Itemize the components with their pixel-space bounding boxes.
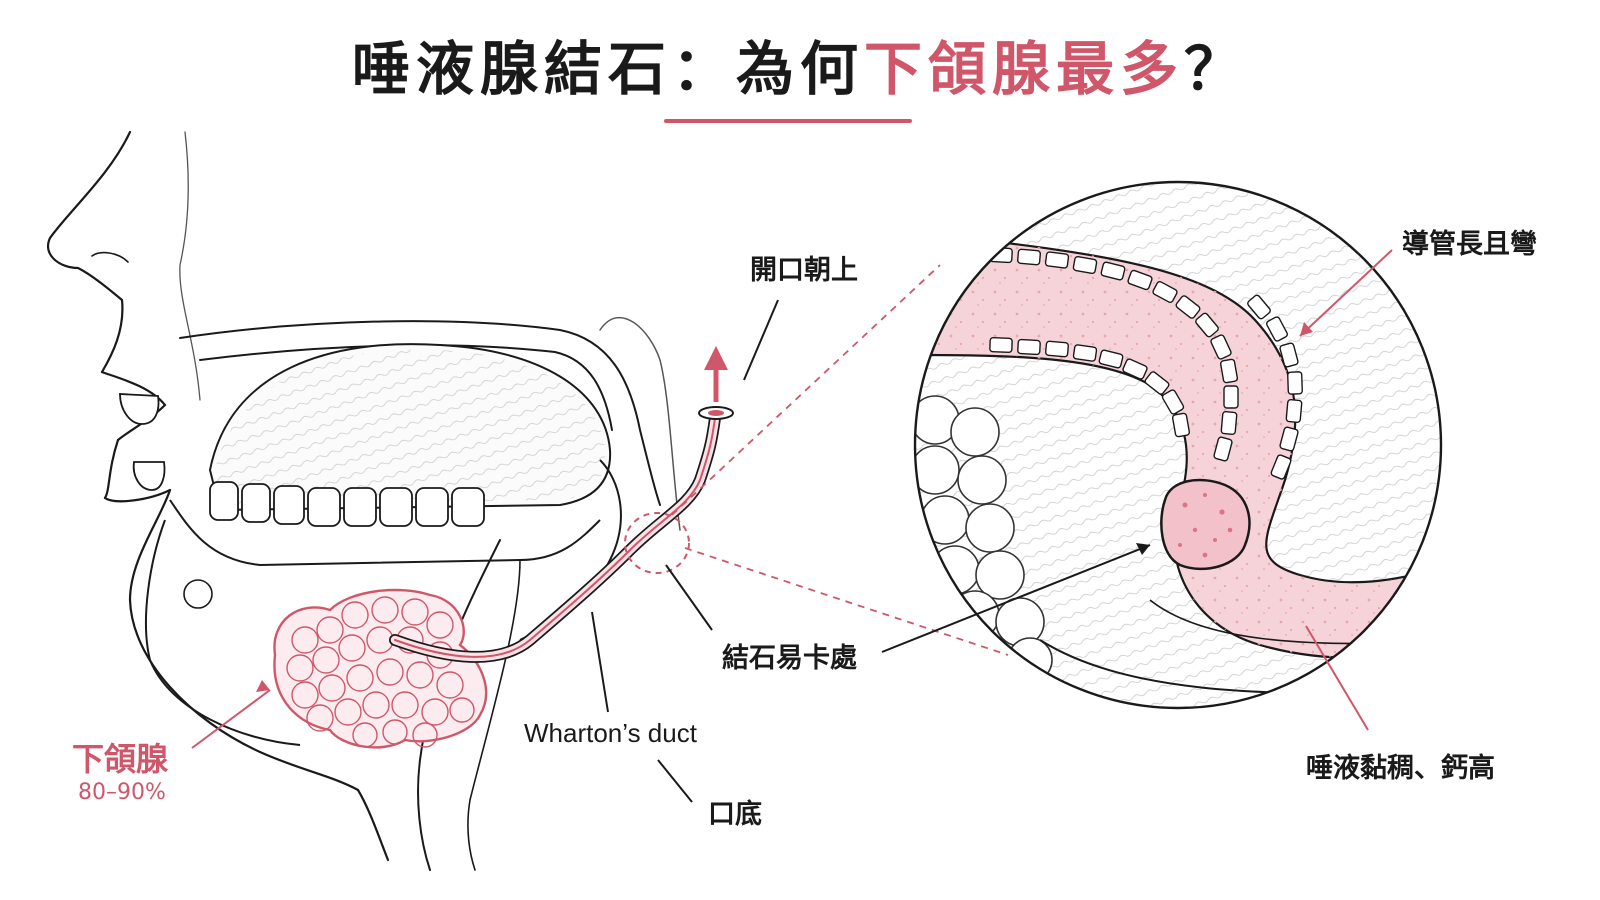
title-part3: ？ <box>1184 35 1249 103</box>
label-opening-up: 開口朝上 <box>750 255 858 286</box>
label-gland: 下頜腺 <box>72 740 169 778</box>
page-title: 唾液腺結石：為何下頜腺最多？ <box>0 22 1600 106</box>
whartons-duct <box>389 406 734 663</box>
label-whartons-duct: Wharton’s duct <box>524 718 697 748</box>
leader-stone-left <box>665 564 713 631</box>
leader-saliva <box>1305 625 1369 731</box>
tongue <box>208 343 612 512</box>
title-accent: 下頜腺最多 <box>863 35 1184 103</box>
leader-wharton <box>591 611 609 713</box>
salivary-stone <box>1160 478 1251 571</box>
zoom-connectors <box>671 264 1009 656</box>
face-profile <box>47 130 390 862</box>
leader-mouth-floor <box>657 759 693 803</box>
label-gland-percent: 80–90% <box>78 780 166 805</box>
submandibular-gland <box>273 588 488 749</box>
leader-stone-right <box>881 544 1151 653</box>
title-underline <box>664 119 912 123</box>
stone-site-marker <box>624 512 690 574</box>
label-mouth-floor: 口底 <box>708 799 762 830</box>
label-saliva: 唾液黏稠、鈣高 <box>1306 753 1495 784</box>
lower-teeth <box>209 481 485 527</box>
zoom-inset <box>913 180 1443 710</box>
label-stone-stuck: 結石易卡處 <box>722 643 857 674</box>
acinar-cells <box>915 395 1053 683</box>
upward-arrow <box>704 346 728 402</box>
leader-duct-long <box>1299 249 1393 337</box>
leader-opening <box>743 299 779 381</box>
leader-lines <box>191 249 1393 803</box>
title-part1: 唾液腺結石：為何 <box>351 35 864 103</box>
label-duct-long: 導管長且彎 <box>1402 229 1537 260</box>
upper-teeth <box>119 393 166 491</box>
leader-gland <box>191 689 271 749</box>
